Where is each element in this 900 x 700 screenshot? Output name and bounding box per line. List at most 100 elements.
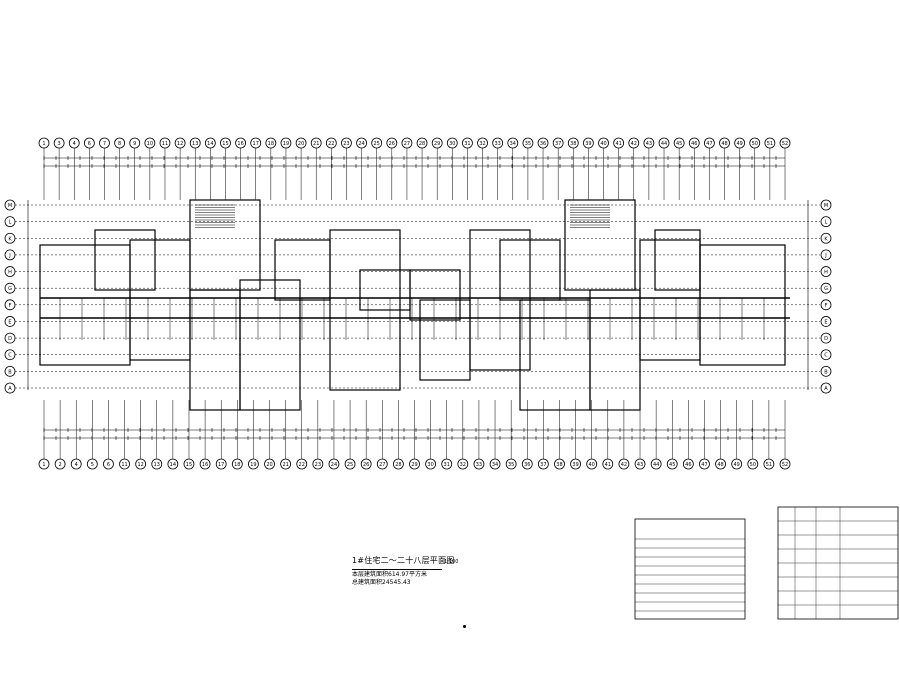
axis-bubble-bottom-21: 21 [280,458,292,470]
axis-bubble-top-44: 44 [658,137,670,149]
axis-label: 45 [676,141,682,147]
axis-label: 36 [540,141,546,147]
axis-label: 51 [766,462,772,468]
axis-label: 27 [404,141,410,147]
axis-label: B [8,369,12,375]
axis-grid [15,148,820,459]
axis-label: 14 [170,462,176,468]
axis-bubble-top-13: 13 [189,137,201,149]
axis-bubble-top-3: 3 [53,137,65,149]
axis-bubble-right-B: B [820,365,832,377]
room [94,229,156,291]
axis-label: H [824,270,828,276]
axis-label: 15 [186,462,192,468]
axis-bubble-bottom-34: 34 [489,458,501,470]
axis-bubble-bottom-42: 42 [618,458,630,470]
axis-label: 18 [234,462,240,468]
axis-label: 37 [540,462,546,468]
axis-label: M [8,203,12,209]
axis-bubble-left-H: H [4,266,16,277]
room [639,239,701,361]
axis-label: 20 [298,141,304,147]
axis-bubble-bottom-46: 46 [682,458,694,470]
axis-bubble-bottom-12: 12 [135,458,147,470]
axis-label: 7 [103,141,106,147]
axis-label: 25 [347,462,353,468]
axis-bubble-bottom-50: 50 [747,458,759,470]
axis-label: 42 [621,462,627,468]
axis-label: 26 [389,141,395,147]
axis-label: 29 [434,141,440,147]
axis-label: 41 [605,462,611,468]
axis-bubble-top-8: 8 [114,137,126,149]
axis-bubble-bottom-33: 33 [473,458,485,470]
axis-bubble-top-18: 18 [265,137,277,149]
axis-label: 14 [207,141,213,147]
axis-label: 32 [479,141,485,147]
axis-label: 38 [556,462,562,468]
axis-label: 50 [750,462,756,468]
axis-label: 33 [476,462,482,468]
axis-bubble-top-49: 49 [734,137,746,149]
axis-label: 28 [395,462,401,468]
axis-bubble-right-G: G [820,282,832,294]
axis-bubble-top-17: 17 [250,137,262,149]
axis-bubble-top-30: 30 [446,137,458,149]
axis-label: H [8,270,12,276]
axis-label: B [824,369,828,375]
axis-bubble-bottom-23: 23 [312,458,324,470]
axis-bubble-top-46: 46 [688,137,700,149]
room [274,239,331,301]
axis-label: 48 [717,462,723,468]
axis-bubble-bottom-19: 19 [248,458,259,470]
room [589,289,641,411]
axis-bubble-bottom-30: 30 [425,458,437,470]
axis-bubble-top-41: 41 [613,137,625,149]
axis-label: 29 [411,462,417,468]
title-underline [352,569,442,570]
axis-bubble-top-1: 1 [38,137,50,149]
axis-label: M [824,203,828,209]
axis-label: 32 [460,462,466,468]
axis-label: 42 [631,141,637,147]
axis-bubble-top-9: 9 [129,137,141,149]
axis-label: 9 [133,141,136,147]
axis-label: 16 [237,141,243,147]
drawing-scale: 1:100 [444,559,459,565]
axis-label: 31 [444,462,450,468]
room [189,199,261,291]
axis-bubble-bottom-47: 47 [699,458,710,470]
axis-bubble-top-26: 26 [386,137,398,149]
room [419,299,471,381]
axis-label: 41 [615,141,621,147]
axis-bubble-bottom-41: 41 [602,458,614,470]
axis-label: 23 [343,141,349,147]
axis-label: 43 [646,141,652,147]
axis-label: 38 [570,141,576,147]
axis-label: 23 [315,462,321,468]
axis-bubble-top-38: 38 [567,137,579,149]
axis-bubble-bottom-5: 5 [86,458,98,470]
axis-label: 19 [250,462,256,468]
axis-bubble-bottom-52: 52 [779,458,791,470]
axis-bubble-bottom-27: 27 [376,458,388,470]
axis-bubble-top-43: 43 [643,137,655,149]
axis-label: F [825,303,828,309]
axis-label: 39 [572,462,578,468]
axis-label: 10 [147,141,153,147]
axis-bubble-top-36: 36 [537,137,549,149]
axis-bubble-left-M: M [4,199,16,211]
axis-label: 12 [177,141,183,147]
axis-bubble-top-12: 12 [174,137,186,149]
axis-bubble-top-4: 4 [68,137,80,149]
axis-label: D [8,336,12,342]
axis-label: 24 [358,141,364,147]
axis-label: 11 [162,141,168,147]
area-note-total: 总建筑面积24545.43 [352,579,411,586]
axis-bubble-right-K: K [820,232,832,244]
axis-label: 44 [653,462,659,468]
axis-bubble-top-29: 29 [431,137,443,149]
room [654,229,701,291]
